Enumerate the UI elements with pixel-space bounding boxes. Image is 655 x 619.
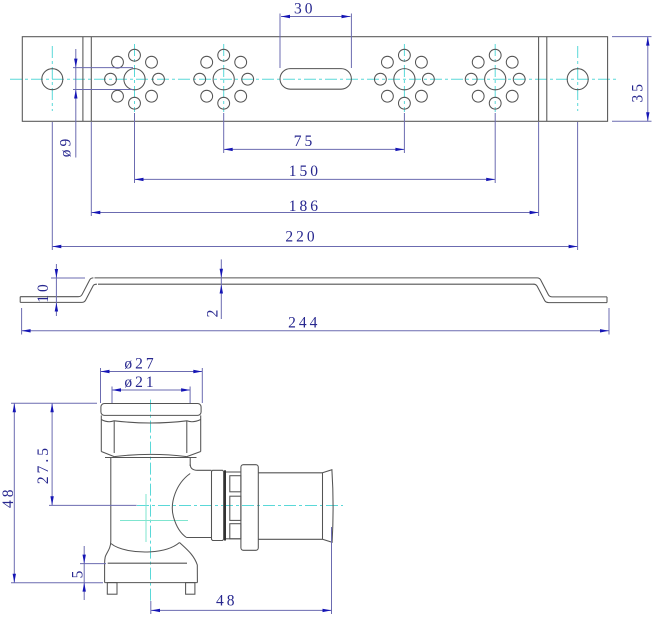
- svg-text:220: 220: [285, 228, 317, 245]
- svg-text:2: 2: [205, 307, 222, 318]
- svg-text:27.5: 27.5: [35, 445, 52, 484]
- svg-text:186: 186: [289, 198, 321, 215]
- svg-text:ø27: ø27: [124, 356, 156, 373]
- svg-text:244: 244: [288, 315, 320, 332]
- svg-text:48: 48: [0, 487, 17, 509]
- svg-text:48: 48: [216, 592, 238, 609]
- svg-text:35: 35: [630, 81, 647, 103]
- svg-text:30: 30: [294, 0, 316, 17]
- svg-text:ø9: ø9: [57, 136, 74, 158]
- svg-text:75: 75: [294, 133, 316, 150]
- svg-text:150: 150: [289, 163, 321, 180]
- svg-text:ø21: ø21: [124, 374, 156, 391]
- svg-text:5: 5: [70, 568, 87, 579]
- svg-text:10: 10: [35, 281, 52, 303]
